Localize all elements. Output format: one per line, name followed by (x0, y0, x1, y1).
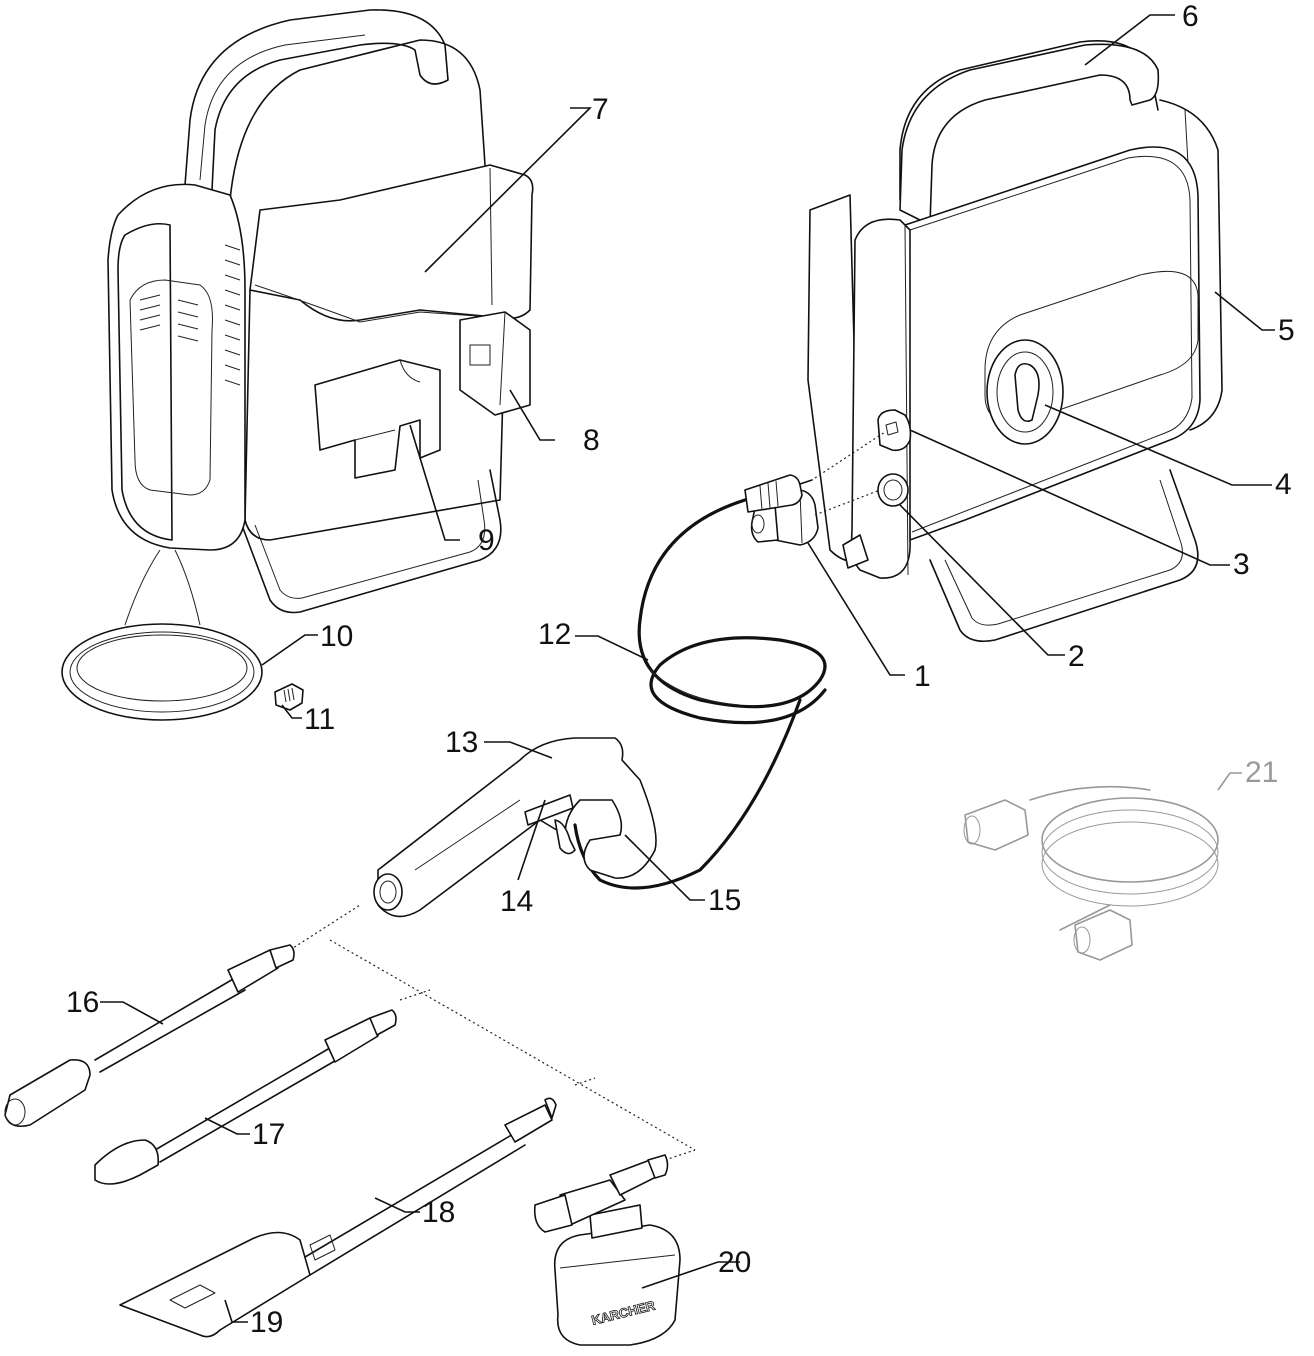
callout-11: 11 (304, 703, 336, 736)
callout-14: 14 (500, 885, 534, 918)
unit-front-view (807, 40, 1223, 643)
callout-3: 3 (1233, 548, 1250, 581)
callout-2: 2 (1068, 640, 1085, 673)
dirt-blaster-lance (94, 1009, 397, 1185)
callout-20: 20 (718, 1246, 752, 1279)
vario-power-lance (4, 944, 295, 1128)
callout-8: 8 (583, 424, 600, 457)
callout-19: 19 (250, 1306, 284, 1339)
callout-7: 7 (592, 93, 609, 126)
callout-21: 21 (1245, 756, 1279, 789)
foam-nozzle-bottle: KARCHER (533, 1154, 681, 1346)
cord-clip (274, 683, 304, 711)
callout-16: 16 (66, 986, 100, 1019)
connector-guides-right (814, 431, 886, 516)
callout-17: 17 (252, 1118, 286, 1151)
high-pressure-hose (573, 474, 827, 890)
callout-10: 10 (320, 620, 354, 653)
callout-12: 12 (538, 618, 572, 651)
callout-5: 5 (1278, 314, 1295, 347)
callout-4: 4 (1275, 468, 1292, 501)
unit-rear-view (107, 9, 534, 614)
power-cord-coil (61, 549, 263, 721)
connector-guides-lances (289, 904, 696, 1161)
leader-lines (100, 14, 1275, 1323)
trigger-gun (373, 737, 657, 918)
surface-cleaner (119, 1097, 557, 1338)
callout-1: 1 (914, 660, 931, 693)
callout-13: 13 (445, 726, 479, 759)
callout-18: 18 (422, 1196, 456, 1229)
callout-6: 6 (1182, 0, 1199, 33)
garden-hose-optional (963, 785, 1219, 961)
callout-15: 15 (708, 884, 742, 917)
callout-9: 9 (478, 524, 495, 557)
